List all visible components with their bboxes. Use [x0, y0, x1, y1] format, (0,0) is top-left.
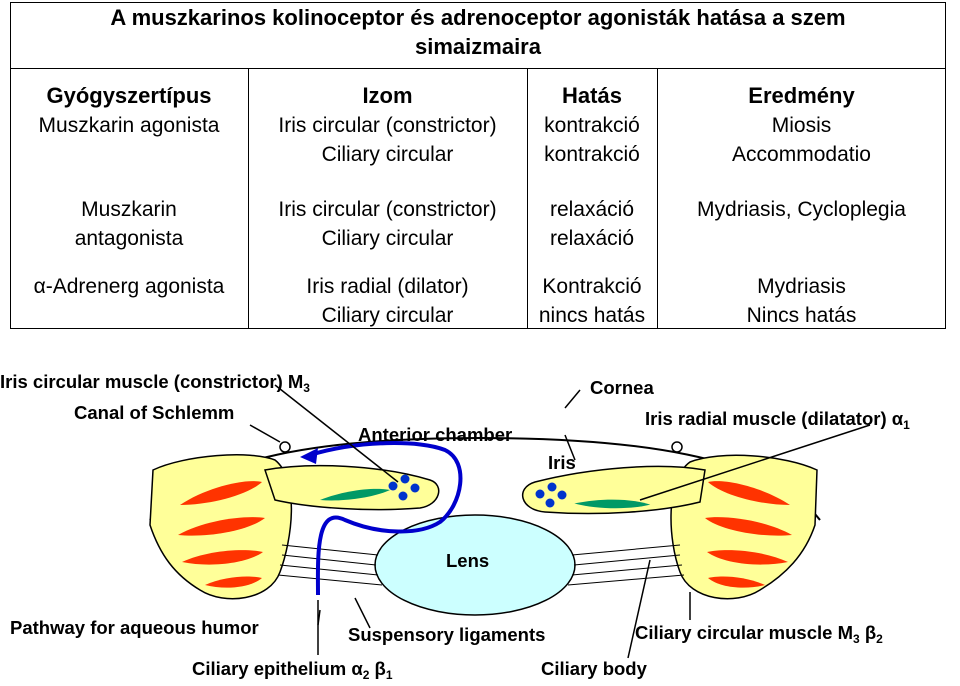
iris-circular-dot — [557, 490, 567, 500]
receptor-table — [10, 2, 946, 329]
label-iris-radial-sub: 1 — [903, 418, 910, 432]
ciliary-muscle-right-1 — [708, 481, 790, 505]
iris-circular-dot — [398, 491, 408, 501]
row1-effect-1: kontrakció — [544, 114, 640, 137]
row3-effect-1: Kontrakció — [542, 275, 642, 298]
label-cornea: Cornea — [590, 377, 654, 398]
iris-circular-dot — [410, 483, 420, 493]
leader-lines — [249, 384, 871, 659]
row2-muscle-1: Iris circular (constrictor) — [278, 198, 497, 221]
aqueous-pathway — [309, 441, 463, 596]
canal-of-schlemm — [671, 441, 683, 453]
row1-muscle-2: Ciliary circular — [321, 143, 454, 166]
row1-result-1: Miosis — [771, 114, 832, 137]
iris-circular-dot — [388, 481, 398, 491]
canal-of-schlemm — [279, 441, 291, 453]
title-divider — [10, 68, 946, 69]
label-iris: Iris — [548, 452, 576, 473]
title-line-2: simaizmaira — [415, 34, 541, 59]
label-anterior-chamber: Anterior chamber — [358, 424, 513, 445]
suspensory-ligaments — [277, 544, 685, 586]
iris-circular-dot — [535, 489, 545, 499]
label-ciliary-body: Ciliary body — [541, 658, 647, 679]
row2-effect-2: relaxáció — [549, 227, 635, 250]
ciliary-muscle-left-3 — [182, 550, 263, 565]
row3-result-2: Nincs hatás — [746, 304, 857, 327]
row1-result-2: Accommodatio — [732, 143, 871, 166]
label-suspensory-ligaments: Suspensory ligaments — [348, 624, 546, 645]
label-ciliary-epithelium-beta: β — [369, 658, 386, 679]
label-canal-of-schlemm: Canal of Schlemm — [74, 402, 235, 423]
row1-type: Muszkarin agonista — [38, 114, 220, 137]
ciliary-muscle-right-3 — [707, 550, 788, 565]
title-line-1: A muszkarinos kolinoceptor és adrenocept… — [110, 5, 846, 30]
iris-circular-dot — [547, 482, 557, 492]
iris-circular-dot — [400, 474, 410, 484]
label-lens: Lens — [446, 550, 490, 571]
label-ciliary-circular-sub1: 3 — [853, 632, 860, 646]
iris-radial-muscle-right — [574, 499, 651, 509]
header-muscle: Izom — [362, 83, 413, 108]
label-iris-circular-muscle: Iris circular muscle (constrictor) M3 — [0, 371, 310, 399]
column-divider — [657, 68, 658, 329]
ciliary-muscle-right-4 — [708, 576, 765, 588]
left-iris — [264, 464, 440, 511]
iris-radial-muscle-left — [320, 488, 390, 501]
row3-muscle-1: Iris radial (dilator) — [306, 275, 469, 298]
label-pathway-aqueous-humor: Pathway for aqueous humor — [10, 617, 259, 638]
ciliary-muscle-left-2 — [178, 517, 265, 536]
label-iris-circular-text: Iris circular muscle (constrictor) M — [0, 371, 304, 392]
label-ciliary-circular-sub2: 2 — [876, 632, 883, 646]
label-iris-radial-muscle: Iris radial muscle (dilatator) α1 — [645, 408, 910, 436]
row2-effect-1: relaxáció — [549, 198, 635, 221]
label-ciliary-epithelium-sub1: 2 — [362, 668, 370, 682]
header-result: Eredmény — [748, 83, 855, 108]
row2-type-1: Muszkarin — [81, 198, 177, 221]
ciliary-muscle-left-4 — [205, 576, 262, 588]
row2-muscle-2: Ciliary circular — [321, 227, 454, 250]
table-title: A muszkarinos kolinoceptor és adrenocept… — [10, 3, 946, 61]
aqueous-pathway-arrowhead — [300, 448, 318, 464]
label-iris-radial-text: Iris radial muscle (dilatator) α — [645, 408, 904, 429]
iris-circular-dot — [545, 498, 555, 508]
label-ciliary-epithelium-sub2: 1 — [385, 668, 393, 682]
row3-effect-2: nincs hatás — [538, 304, 646, 327]
label-ciliary-epithelium: Ciliary epithelium α2 β1 — [192, 658, 393, 686]
right-iris — [521, 465, 706, 515]
column-divider — [527, 68, 528, 329]
ciliary-muscle-left-1 — [180, 481, 262, 505]
row2-type-2: antagonista — [74, 227, 184, 250]
column-divider — [248, 68, 249, 329]
label-ciliary-circular-text: Ciliary circular muscle M — [635, 622, 853, 643]
label-ciliary-epithelium-text: Ciliary epithelium α — [192, 658, 363, 679]
row1-effect-2: kontrakció — [544, 143, 640, 166]
row3-result-1: Mydriasis — [757, 275, 846, 298]
row3-muscle-2: Ciliary circular — [321, 304, 454, 327]
label-ciliary-circular-muscle: Ciliary circular muscle M3 β2 — [635, 622, 883, 650]
row3-type: α-Adrenerg agonista — [33, 275, 225, 298]
header-drug-type: Gyógyszertípus — [46, 83, 212, 108]
ciliary-muscle-right-2 — [705, 517, 792, 536]
label-iris-circular-sub: 3 — [303, 381, 310, 395]
row2-result: Mydriasis, Cycloplegia — [697, 198, 906, 221]
row1-muscle-1: Iris circular (constrictor) — [278, 114, 497, 137]
label-ciliary-circular-beta: β — [859, 622, 877, 643]
header-effect: Hatás — [562, 83, 622, 108]
